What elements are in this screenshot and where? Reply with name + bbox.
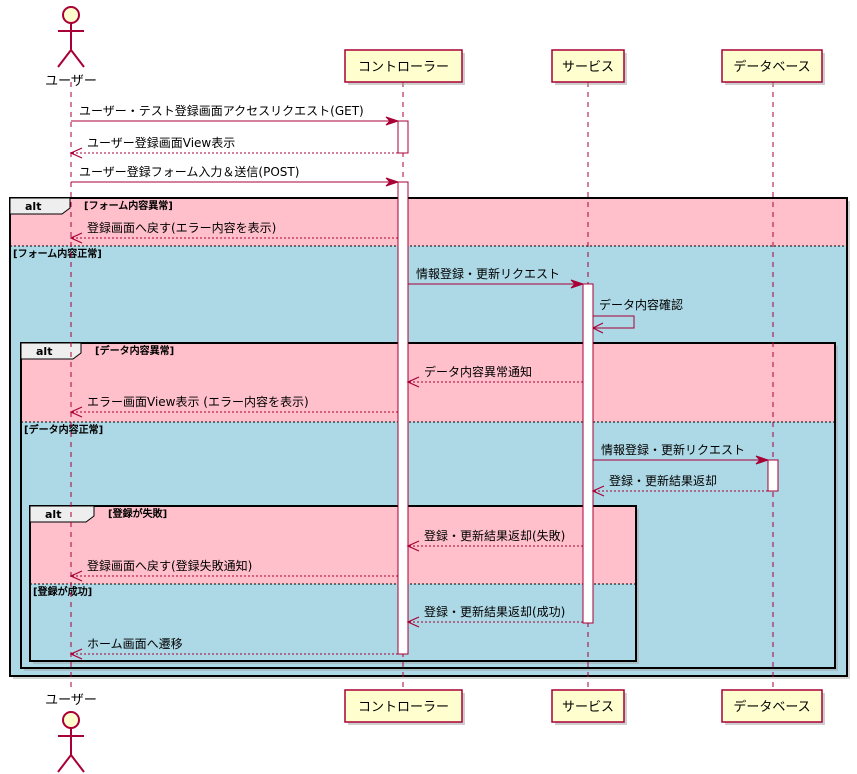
activation-bar-ctrl — [397, 181, 409, 655]
self-message-line — [593, 315, 635, 329]
actor-label: ユーザー — [45, 74, 97, 89]
message: ホーム画面へ遷移 — [69, 637, 398, 660]
message: 登録・更新結果返却(失敗) — [406, 528, 583, 552]
message: 情報登録・更新リクエスト — [593, 442, 770, 465]
alt-guard-label: [フォーム内容異常] — [84, 199, 173, 212]
message: 登録画面へ戻す(エラー内容を表示) — [69, 220, 398, 244]
arrow-head-icon — [755, 455, 770, 465]
message: 登録・更新結果返却(成功) — [406, 604, 583, 628]
participant-svc-top: サービス — [551, 49, 627, 85]
else-guard-label: [データ内容正常] — [24, 423, 103, 436]
participant-ctrl-bottom: コントローラー — [344, 689, 465, 725]
message-label: 情報登録・更新リクエスト — [601, 442, 745, 457]
message-label: 登録・更新結果返却(失敗) — [424, 528, 565, 543]
arrow-head-icon — [592, 322, 604, 334]
participant-label: コントローラー — [358, 700, 449, 715]
alt-guard-label: [データ内容異常] — [95, 344, 174, 357]
alt-branch-abnormal — [30, 506, 636, 584]
activation-bar-svc — [582, 283, 594, 624]
participant-label: コントローラー — [358, 60, 449, 75]
arrow-head-icon — [406, 540, 420, 552]
alt-branch-abnormal — [21, 343, 835, 422]
participant-label: サービス — [562, 60, 614, 75]
alt-keyword: alt — [45, 508, 61, 521]
arrow-head-icon — [570, 279, 585, 289]
message-label: 登録・更新結果返却(成功) — [424, 604, 565, 619]
message-label: エラー画面View表示 (エラー内容を表示) — [87, 394, 309, 409]
participant-ctrl-top: コントローラー — [344, 49, 465, 85]
message-label: データ内容異常通知 — [424, 364, 532, 379]
alt-guard-label: [登録が失敗] — [108, 507, 167, 520]
message-label: ユーザー登録フォーム入力＆送信(POST) — [79, 164, 299, 179]
activation-bar-ctrl — [397, 120, 409, 154]
message-label: 登録画面へ戻す(エラー内容を表示) — [87, 220, 276, 235]
participant-svc-bottom: サービス — [551, 689, 627, 725]
arrow-head-icon — [69, 570, 83, 582]
arrow-head-icon — [385, 177, 400, 187]
actor-icon — [62, 6, 80, 24]
message: データ内容異常通知 — [406, 364, 583, 388]
alt-keyword: alt — [36, 345, 52, 358]
arrow-head-icon — [69, 648, 83, 660]
arrow-head-icon — [591, 485, 605, 497]
message-label: 登録・更新結果返却 — [609, 473, 717, 488]
else-guard-label: [登録が成功] — [33, 585, 92, 598]
message-label: ユーザー・テスト登録画面アクセスリクエスト(GET) — [79, 103, 364, 118]
message: ユーザー登録フォーム入力＆送信(POST) — [71, 164, 400, 187]
arrow-head-icon — [406, 376, 420, 388]
arrow-head-icon — [69, 406, 83, 418]
message-label: 情報登録・更新リクエスト — [416, 266, 560, 281]
message: 登録画面へ戻す(登録失敗通知) — [69, 558, 398, 582]
participant-db-top: データベース — [721, 49, 825, 85]
message: ユーザー登録画面View表示 — [69, 135, 398, 159]
participant-label: データベース — [733, 699, 810, 715]
message: データ内容確認 — [592, 297, 683, 334]
arrow-head-icon — [385, 116, 400, 126]
alt-keyword: alt — [25, 200, 41, 213]
participant-label: データベース — [733, 59, 810, 75]
message-label: ユーザー登録画面View表示 — [87, 135, 235, 150]
message-label: ホーム画面へ遷移 — [87, 637, 183, 651]
message: エラー画面View表示 (エラー内容を表示) — [69, 394, 398, 418]
actor-icon — [62, 711, 80, 729]
message-label: データ内容確認 — [599, 297, 683, 312]
participant-db-bottom: データベース — [721, 689, 825, 725]
message-label: 登録画面へ戻す(登録失敗通知) — [87, 558, 252, 573]
activation-bar-db — [767, 459, 779, 492]
message: 登録・更新結果返却 — [591, 473, 768, 497]
actor-user: ユーザー — [45, 6, 97, 89]
arrow-head-icon — [69, 232, 83, 244]
message: ユーザー・テスト登録画面アクセスリクエスト(GET) — [71, 103, 400, 126]
arrow-head-icon — [406, 616, 420, 628]
else-guard-label: [フォーム内容正常] — [13, 247, 102, 260]
actor-user: ユーザー — [45, 693, 97, 773]
actor-label: ユーザー — [45, 693, 97, 708]
message: 情報登録・更新リクエスト — [408, 266, 585, 289]
arrow-head-icon — [69, 147, 83, 159]
participant-label: サービス — [562, 700, 614, 715]
